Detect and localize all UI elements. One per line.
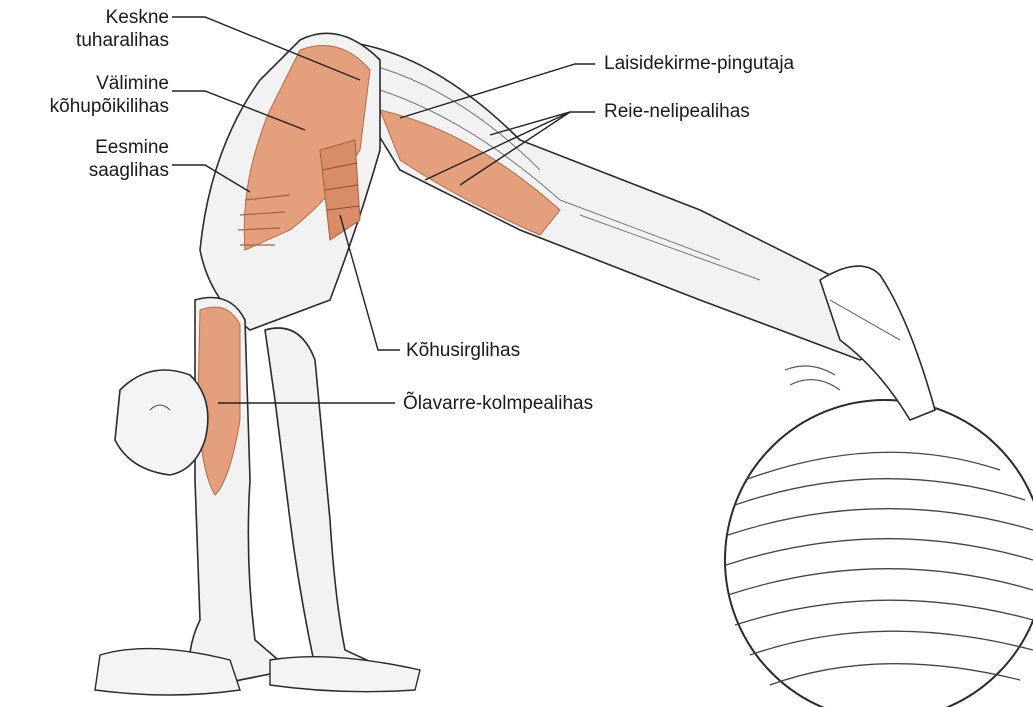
- label-external-oblique-line1: Välimine: [50, 72, 169, 95]
- exercise-ball: [725, 400, 1033, 707]
- arms: [95, 298, 420, 696]
- head: [115, 370, 208, 475]
- label-rectus-abdominis: Kõhusirglihas: [406, 339, 520, 362]
- label-quadriceps: Reie-nelipealihas: [604, 100, 750, 123]
- label-gluteus-medius: Keskne tuharalihas: [76, 6, 169, 52]
- label-external-oblique-line2: kõhupõikilihas: [50, 95, 169, 118]
- label-serratus-anterior: Eesmine saaglihas: [89, 136, 169, 182]
- label-serratus-anterior-line2: saaglihas: [89, 159, 169, 182]
- label-gluteus-medius-line2: tuharalihas: [76, 29, 169, 52]
- label-gluteus-medius-line1: Keskne: [76, 6, 169, 29]
- label-tensor-fasciae-latae: Laisidekirme-pingutaja: [604, 52, 794, 75]
- label-triceps: Õlavarre-kolmpealihas: [403, 392, 593, 415]
- label-serratus-anterior-line1: Eesmine: [89, 136, 169, 159]
- legs: [320, 40, 935, 420]
- label-external-oblique: Välimine kõhupõikilihas: [50, 72, 169, 118]
